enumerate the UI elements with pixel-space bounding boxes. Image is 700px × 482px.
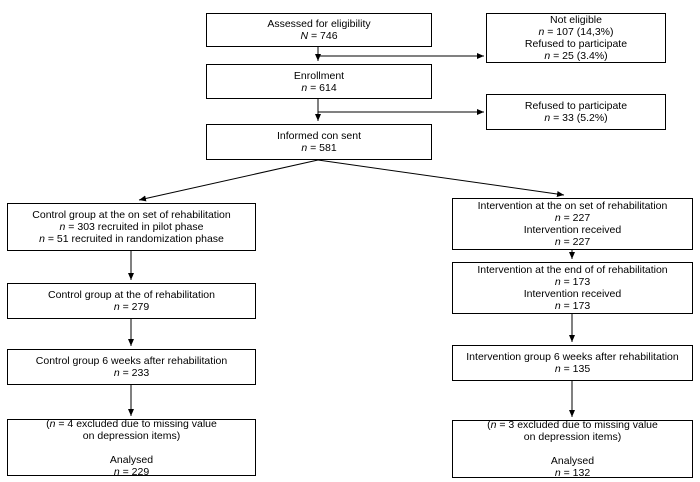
box-text-line: n = 279 [113,301,150,313]
box-text-line: Not eligible [550,14,602,26]
box-text-line: N = 746 [300,30,338,42]
box-text-line: Assessed for eligibility [267,18,371,30]
box-text-line: (n = 3 excluded due to missing value [487,419,658,431]
box-text-line: n = 51 recruited in randomization phase [39,233,224,245]
box-text-line: n = 229 [113,465,150,478]
box-text-line: Analysed [550,455,595,467]
box-text-line: n = 581 [301,142,337,154]
box-text-line: n = 233 [113,367,150,379]
box-text-line: n = 132 [554,467,591,479]
box-text-line: Control group 6 weeks after rehabilitati… [35,355,228,367]
arrow-consent-to-control [138,159,319,202]
box-text-line: n = 227 [554,236,591,248]
box-text-line: Refused to participate [524,100,628,112]
box-text-line: n = 303 recruited in pilot phase [59,221,204,233]
box-text-line: Intervention at the on set of rehabilita… [477,200,668,212]
box-text-line [130,442,133,454]
box-text-line: Analysed [109,453,154,466]
control-onset-box: Control group at the on set of rehabilit… [7,203,256,251]
box-text-line: n = 135 [554,363,591,375]
control-6weeks-box: Control group 6 weeks after rehabilitati… [7,349,256,385]
box-text-line: Intervention received [523,224,622,236]
intervention-end-box: Intervention at the end of of rehabilita… [452,262,693,314]
box-text-line: Refused to participate [524,38,628,50]
box-text-line: n = 25 (3.4%) [544,50,608,62]
box-text-line: Intervention at the end of of rehabilita… [477,264,668,276]
box-text-line: Control group at the of rehabilitation [48,289,215,301]
box-text-line: n = 227 [554,212,591,224]
box-text-line: n = 614 [301,81,337,94]
box-text-line: Enrollment [293,69,345,82]
box-text-line: n = 173 [554,300,591,312]
box-text-line: n = 173 [554,276,591,288]
intervention-6weeks-box: Intervention group 6 weeks after rehabil… [452,345,693,381]
box-text-line: on depression items) [523,431,622,443]
box-text-line [571,443,574,455]
box-text-line: n = 107 (14,3%) [538,26,614,38]
arrow-consent-to-intervention [317,159,565,197]
box-text-line: Intervention received [523,288,622,300]
box-text-line: (n = 4 excluded due to missing value [46,417,217,430]
box-text-line: Intervention group 6 weeks after rehabil… [466,351,679,363]
box-text-line: on depression items) [82,429,181,442]
intervention-onset-box: Intervention at the on set of rehabilita… [452,198,693,250]
box-text-line: Informed con sent [276,130,362,142]
box-text-line: n = 33 (5.2%) [544,112,608,124]
box-text-line: Control group at the on set of rehabilit… [32,209,231,221]
